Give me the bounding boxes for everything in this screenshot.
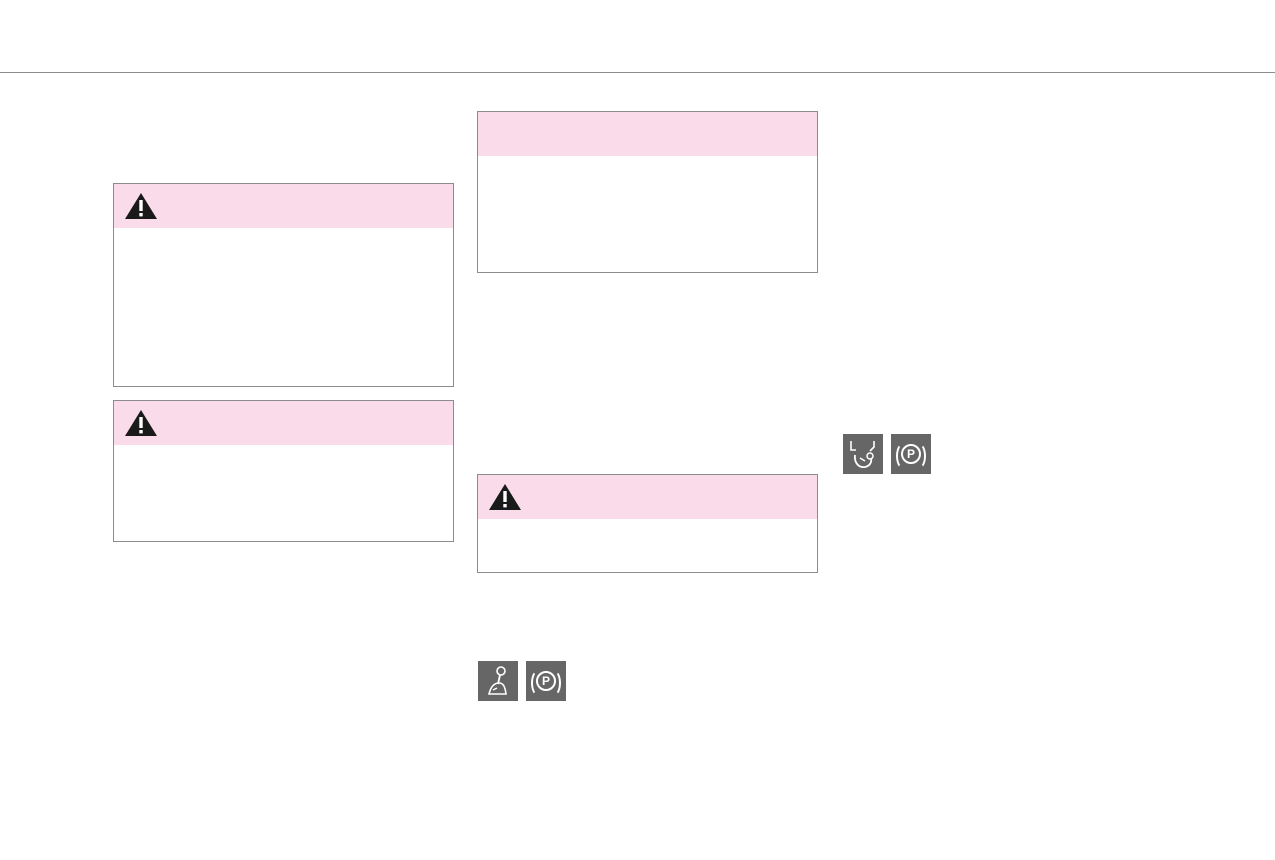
warning-header [478,475,817,519]
warning-triangle-icon [125,193,157,219]
gear-lever-icon [478,661,518,701]
warning-box-3 [477,474,818,573]
parking-brake-label: P [541,674,550,688]
parking-brake-icon: P [891,434,931,474]
warning-header [114,184,453,228]
notice-header [478,112,817,156]
top-rule [0,72,1275,73]
parking-brake-icon: P [526,661,566,701]
notice-box [477,111,818,273]
warning-triangle-icon [125,410,157,436]
warning-box-2 [113,400,454,542]
warning-box-1 [113,183,454,387]
warning-triangle-icon [489,484,521,510]
warning-header [114,401,453,445]
brake-pedal-icon [843,434,883,474]
parking-brake-label: P [906,447,915,461]
